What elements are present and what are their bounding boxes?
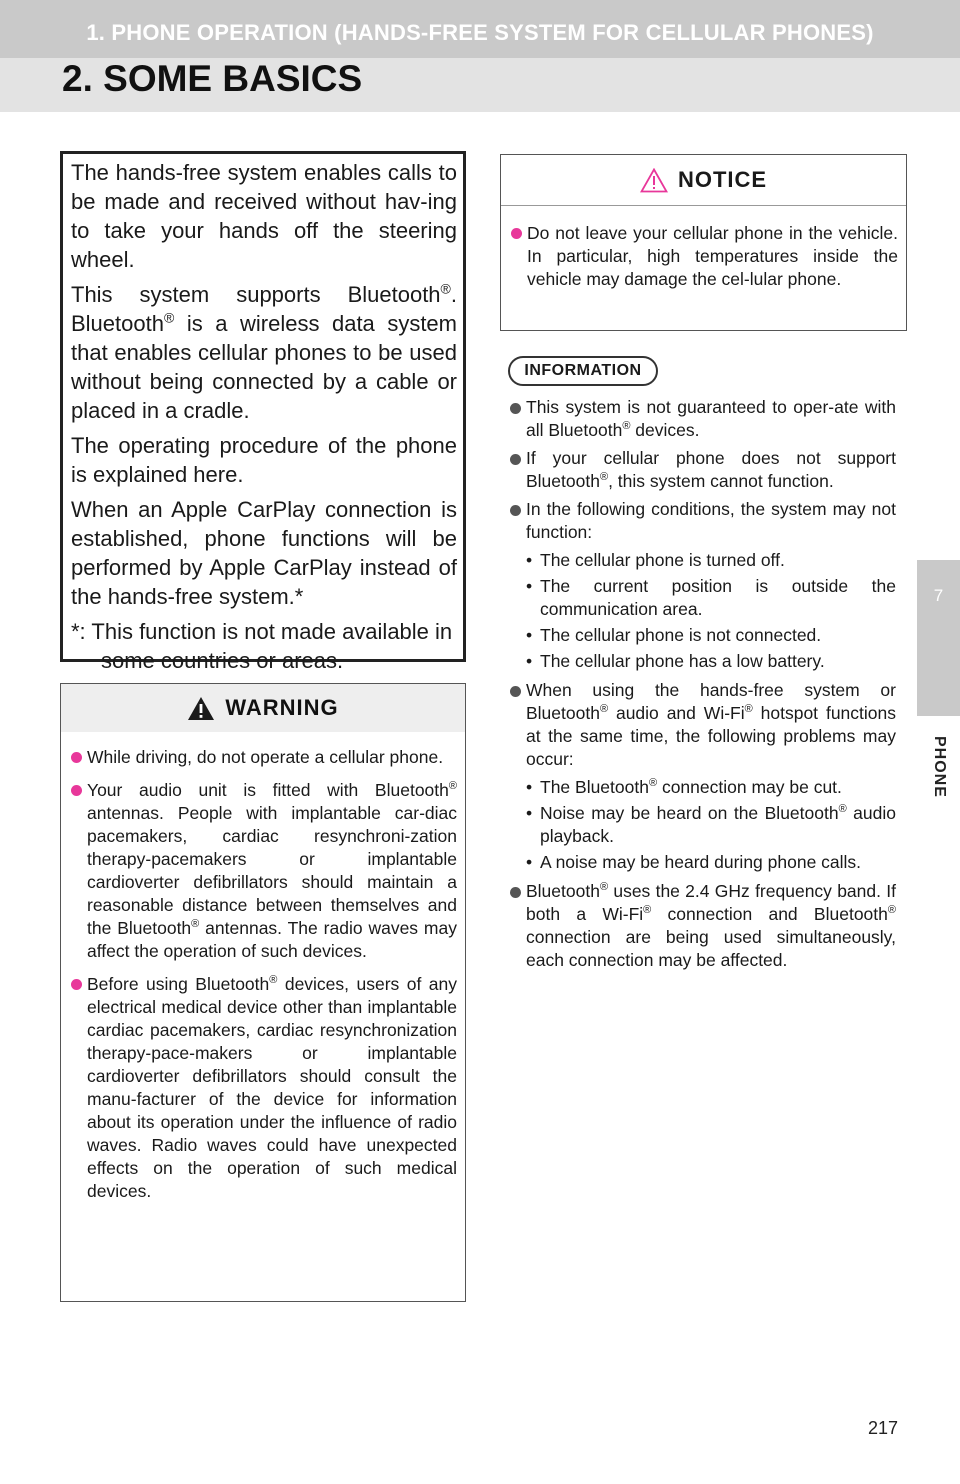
sub-item: •A noise may be heard during phone calls… <box>526 852 862 872</box>
caution-triangle-icon <box>639 167 668 192</box>
sub-item: •The current position is outside the com… <box>526 576 896 619</box>
sub-item: •The cellular phone is not connected. <box>526 625 822 645</box>
notice-item: Do not leave your cellular phone in the … <box>511 222 898 291</box>
intro-paragraph-4: When an Apple CarPlay connection is esta… <box>71 497 457 609</box>
intro-paragraph-1: The hands-free system enables calls to b… <box>71 160 457 272</box>
notice-box: NOTICE Do not leave your cellular phone … <box>500 154 907 331</box>
warning-header: WARNING <box>61 684 465 732</box>
information-list: This system is not guaranteed to oper-at… <box>510 396 896 977</box>
warning-item: Your audio unit is fitted with Bluetooth… <box>71 779 457 963</box>
warning-item: Before using Bluetooth® devices, users o… <box>71 973 457 1203</box>
sub-item: •The Bluetooth® connection may be cut. <box>526 777 842 797</box>
page-number: 217 <box>868 1418 899 1438</box>
warning-triangle-icon <box>188 696 215 720</box>
information-badge: INFORMATION <box>508 356 658 386</box>
section-heading-bar <box>0 0 960 58</box>
warning-item: While driving, do not operate a cellular… <box>71 746 457 769</box>
chapter-tab[interactable] <box>917 560 960 716</box>
notice-header: NOTICE <box>501 155 906 206</box>
sub-item: •The cellular phone is turned off. <box>526 550 785 570</box>
sub-item: •Noise may be heard on the Bluetooth® au… <box>526 803 896 846</box>
bullet-icon <box>510 454 521 465</box>
bullet-icon <box>71 752 82 763</box>
intro-footnote: *: This function is not made available i… <box>71 619 453 673</box>
bullet-icon <box>71 979 82 990</box>
page-title: 2. SOME BASICS <box>62 58 363 99</box>
notice-title: NOTICE <box>677 167 768 192</box>
warning-box: WARNING While driving, do not operate a … <box>60 683 466 1302</box>
sub-item: •The cellular phone has a low battery. <box>526 651 825 671</box>
bullet-icon <box>510 505 521 516</box>
section-heading: 1. PHONE OPERATION (HANDS-FREE SYSTEM FO… <box>86 20 874 45</box>
bullet-icon <box>511 228 522 239</box>
bullet-icon <box>510 403 521 414</box>
information-item: If your cellular phone does not support … <box>510 447 896 493</box>
intro-paragraph-3: The operating procedure of the phone is … <box>71 433 457 487</box>
chapter-number: 7 <box>933 586 944 605</box>
intro-box: The hands-free system enables calls to b… <box>60 151 466 673</box>
information-item: In the following conditions, the system … <box>510 498 896 544</box>
information-item: Bluetooth® uses the 2.4 GHz frequency ba… <box>510 880 896 972</box>
bullet-icon <box>71 785 82 796</box>
intro-paragraph-2: This system supports Bluetooth®. Bluetoo… <box>71 280 457 423</box>
chapter-label: PHONE <box>931 736 948 798</box>
warning-title: WARNING <box>225 695 339 720</box>
bullet-icon <box>510 887 521 898</box>
information-item: This system is not guaranteed to oper-at… <box>510 396 896 442</box>
information-item: When using the hands-free system or Blue… <box>510 679 896 771</box>
bullet-icon <box>510 686 521 697</box>
